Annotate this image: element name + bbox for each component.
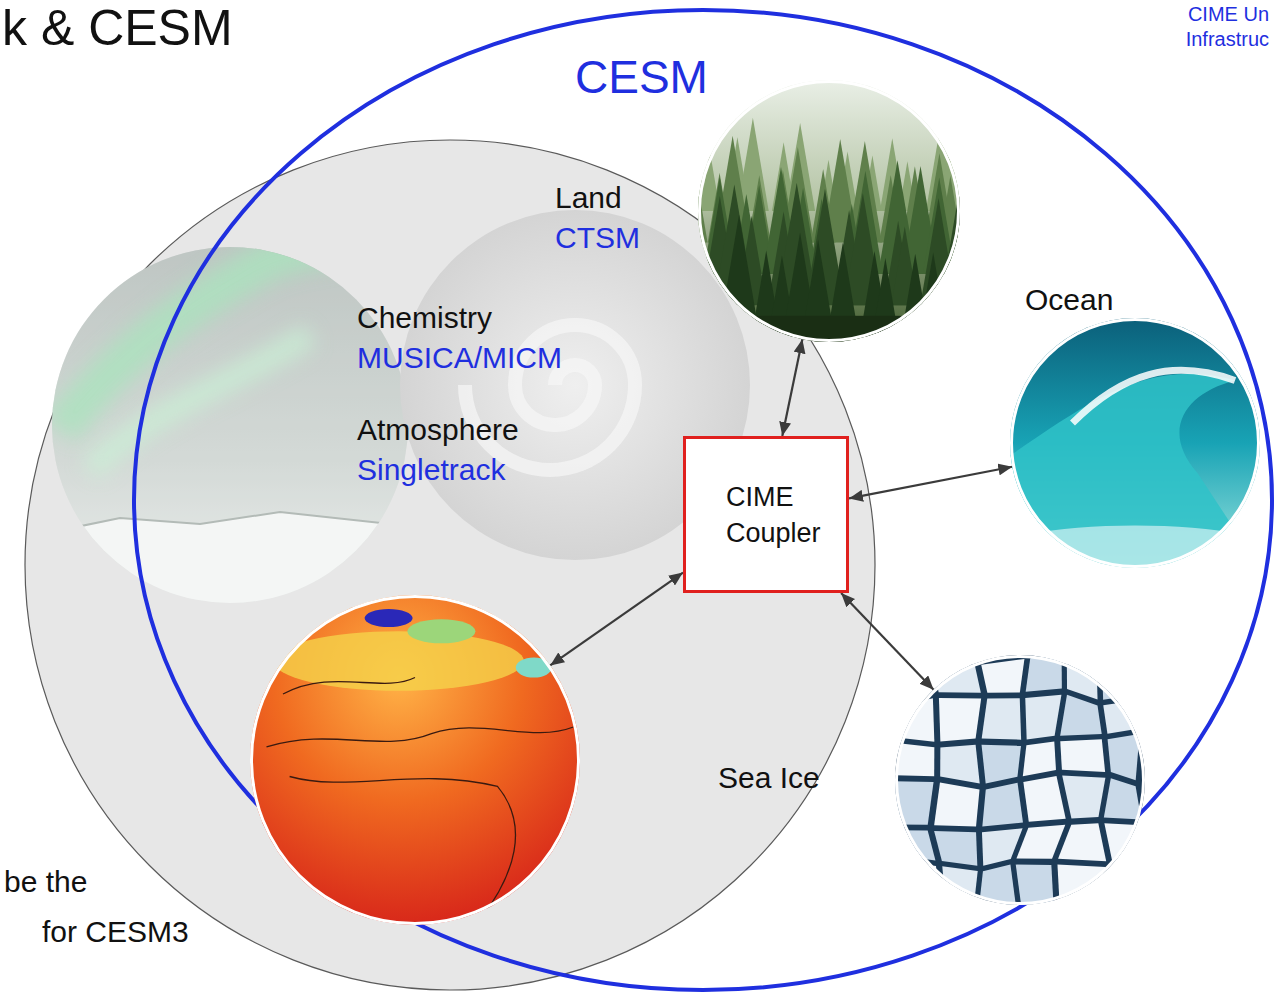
ice-illustration	[895, 655, 1145, 905]
ice-plate	[896, 698, 935, 741]
ice-plate	[891, 830, 935, 860]
component-name: Land	[555, 178, 640, 218]
ice-plate	[934, 783, 979, 827]
coupling-arrow	[841, 593, 933, 690]
model-name: Singletrack	[357, 450, 519, 490]
component-name: Ocean	[1025, 280, 1113, 320]
coastline	[267, 678, 574, 919]
ice-plate	[1016, 825, 1065, 859]
atmosphere-component-globe: AtmosphereSingletrack	[250, 595, 580, 925]
cold-spot	[365, 609, 413, 627]
aurora-sky	[52, 247, 408, 603]
ice-plate	[895, 660, 932, 701]
forest-illustration	[698, 80, 960, 342]
ice-plate	[1103, 700, 1140, 734]
ice-photo	[891, 653, 1148, 910]
fade-overlay	[52, 247, 408, 603]
wave-foam	[1073, 370, 1236, 423]
tree	[901, 254, 929, 337]
globe-photo	[250, 595, 580, 925]
globe-illustration	[250, 595, 580, 925]
text-holder: Ocean	[1025, 280, 1113, 320]
text-holder: Sea Ice	[718, 758, 820, 798]
photo-rim	[1012, 320, 1259, 567]
ice-plate	[1108, 734, 1140, 780]
text-holder: CESM	[575, 50, 708, 104]
coupler-label: CIME Coupler	[726, 479, 842, 551]
text-holder: CIME Coupler	[726, 479, 842, 551]
sea-ice-component-circle: Sea Ice	[895, 655, 1145, 905]
text-holder: ChemistryMUSICA/MICM	[357, 298, 562, 378]
cut-off-note: Infrastruc	[1184, 27, 1271, 51]
ice-plate	[940, 745, 980, 784]
ice-plate	[982, 745, 1021, 784]
tree	[962, 192, 990, 274]
ocean-photo	[985, 318, 1276, 586]
ice-plate	[982, 698, 1021, 739]
forest-sky	[698, 80, 960, 342]
coupler-box: CIME Coupler	[683, 436, 849, 593]
model-name: MUSICA/MICM	[357, 338, 562, 378]
tree	[968, 183, 988, 243]
photo-rim	[700, 82, 959, 341]
ocean-illustration	[1010, 318, 1260, 568]
aurora-photo	[52, 228, 408, 603]
temperature-field	[250, 595, 580, 925]
coupling-arrow	[849, 467, 1012, 499]
ocean-component-circle: Ocean	[1010, 318, 1260, 568]
ice-plate	[939, 698, 981, 741]
ice-plate	[934, 831, 977, 866]
tree	[954, 191, 993, 305]
model-name: CESM	[575, 50, 708, 104]
ice-plate	[1062, 776, 1105, 819]
model-name: CTSM	[555, 218, 640, 258]
ecosystem-circle	[25, 140, 875, 990]
boundary-outline	[134, 10, 1272, 990]
ice-plate	[981, 659, 1024, 693]
ice-plate	[1067, 653, 1098, 700]
slide-title: k & CESM	[2, 0, 233, 58]
coupling-arrow	[550, 573, 683, 666]
component-name: Atmosphere	[357, 410, 519, 450]
text-holder: AtmosphereSingletrack	[357, 410, 519, 490]
ice-plate	[1025, 695, 1061, 740]
ice-plate	[982, 783, 1023, 827]
cut-off-caption: be the	[2, 864, 89, 900]
cut-off-note: CIME Un	[1186, 2, 1271, 26]
wave-foam	[985, 526, 1276, 586]
tree	[919, 252, 948, 336]
tree	[977, 154, 996, 211]
ice-plate	[1057, 865, 1105, 905]
ice-plate	[1060, 739, 1105, 772]
ice-plate	[942, 866, 977, 904]
text-holder: LandCTSM	[555, 178, 640, 258]
cut-off-caption: for CESM3	[40, 914, 191, 950]
ice-plate	[1023, 742, 1056, 777]
ice-plate	[1104, 778, 1141, 819]
component-name: Chemistry	[357, 298, 562, 338]
ice-plate	[1060, 695, 1102, 736]
photo-rim	[252, 597, 579, 924]
tree	[679, 159, 708, 243]
coupling-arrow	[782, 339, 802, 436]
photo-rim	[897, 657, 1144, 904]
ice-plate	[1023, 776, 1065, 822]
temperature-band	[407, 619, 475, 643]
ice-plate	[982, 828, 1023, 865]
ice-plate	[1058, 823, 1106, 861]
model-boundary-ellipse: CESMLandCTSMChemistryMUSICA/MICMAtmosphe…	[132, 8, 1274, 992]
tree	[939, 236, 973, 336]
land-component-circle: LandCTSM	[698, 80, 960, 342]
component-name: Sea Ice	[718, 758, 820, 798]
